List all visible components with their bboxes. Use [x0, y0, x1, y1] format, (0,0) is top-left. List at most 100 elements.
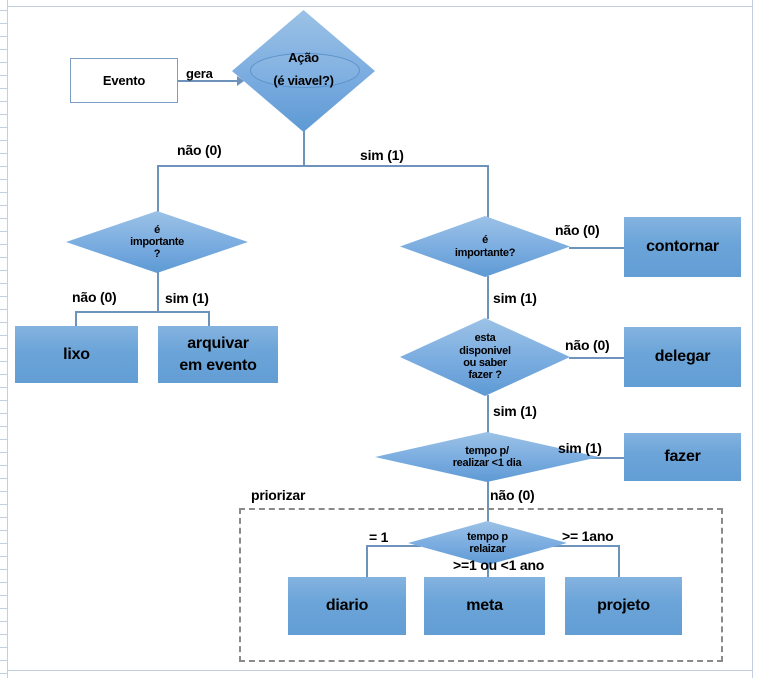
ruler-tick — [0, 478, 7, 479]
ruler-tick — [0, 140, 7, 141]
ruler-tick — [0, 335, 7, 336]
node-importante-left-line3: ? — [153, 248, 161, 261]
node-acao-ellipse — [250, 53, 360, 88]
ruler-tick — [0, 374, 7, 375]
ruler-tick — [0, 231, 7, 232]
node-acao-line2: (é viavel?) — [273, 73, 334, 88]
node-contornar[interactable]: contornar — [624, 217, 741, 277]
node-importante-right-line2: importante? — [454, 246, 516, 259]
edge-label-acao-nao: não (0) — [177, 142, 222, 158]
edge-to-importante-right — [487, 165, 489, 218]
ruler-tick — [0, 582, 7, 583]
edge-to-importante-left — [157, 165, 159, 218]
ruler-tick — [0, 556, 7, 557]
node-contornar-label: contornar — [646, 238, 719, 256]
node-importante-left-labels: é importante ? — [66, 211, 248, 273]
page-frame-right — [752, 0, 753, 678]
node-tempo-realizar[interactable]: tempo p relaizar — [408, 521, 567, 565]
edge-acao-down — [303, 131, 305, 166]
node-acao-labels: Ação (é viavel?) — [232, 10, 375, 132]
edge-temporealizar-projeto-v — [618, 545, 620, 578]
node-projeto[interactable]: projeto — [565, 577, 682, 635]
node-importante-left[interactable]: é importante ? — [66, 211, 248, 273]
edge-tempo1dia-temporealizar — [487, 481, 489, 523]
ruler-tick — [0, 348, 7, 349]
node-meta[interactable]: meta — [424, 577, 545, 635]
node-delegar[interactable]: delegar — [624, 327, 741, 387]
node-evento[interactable]: Evento — [70, 58, 178, 103]
node-acao[interactable]: Ação (é viavel?) — [232, 10, 375, 132]
ruler-tick — [0, 361, 7, 362]
ruler-ticks — [0, 0, 7, 678]
node-disponivel-line1: esta — [474, 332, 496, 345]
ruler-tick — [0, 153, 7, 154]
edge-evento-acao — [178, 80, 241, 82]
ruler-tick — [0, 595, 7, 596]
ruler-tick — [0, 179, 7, 180]
ruler-tick — [0, 413, 7, 414]
edge-to-arquivar — [208, 311, 210, 327]
node-fazer[interactable]: fazer — [624, 433, 741, 481]
edge-label-imp-left-nao: não (0) — [72, 289, 117, 305]
page-frame-left — [7, 0, 8, 678]
edge-label-gera: gera — [186, 66, 213, 81]
edge-to-lixo — [75, 311, 77, 327]
ruler-tick — [0, 257, 7, 258]
ruler-tick — [0, 673, 7, 674]
ruler-tick — [0, 452, 7, 453]
node-disponivel-line4: fazer ? — [468, 369, 502, 382]
node-importante-left-line1: é — [154, 223, 160, 236]
edge-label-acao-sim: sim (1) — [360, 147, 404, 163]
edge-importante-right-disponivel — [487, 276, 489, 319]
node-arquivar[interactable]: arquivar em evento — [158, 326, 278, 383]
ruler-tick — [0, 517, 7, 518]
ruler-tick — [0, 647, 7, 648]
ruler-tick — [0, 309, 7, 310]
edge-temporealizar-diario-v — [366, 545, 368, 578]
edge-importante-right-contornar — [569, 247, 624, 249]
ruler-tick — [0, 491, 7, 492]
node-tempo-1dia-line2: realizar <1 dia — [452, 457, 522, 469]
edge-label-imp-right-sim: sim (1) — [493, 290, 537, 306]
node-importante-right-line1: é — [482, 234, 488, 247]
ruler-tick — [0, 75, 7, 76]
node-meta-label: meta — [466, 597, 503, 615]
edge-label-tempo-ge1ano: >= 1ano — [562, 528, 614, 544]
node-projeto-label: projeto — [597, 597, 650, 615]
ruler-tick — [0, 439, 7, 440]
edge-label-disp-nao: não (0) — [565, 337, 610, 353]
ruler-tick — [0, 530, 7, 531]
ruler-tick — [0, 101, 7, 102]
ruler-tick — [0, 270, 7, 271]
ruler-tick — [0, 634, 7, 635]
node-tempo-realizar-line1: tempo p — [467, 530, 508, 543]
node-disponivel[interactable]: esta disponivel ou saber fazer ? — [400, 318, 570, 396]
node-importante-left-line2: importante — [130, 235, 184, 248]
diamond-shape-disponivel — [400, 318, 570, 396]
ruler-tick — [0, 127, 7, 128]
ruler-tick — [0, 62, 7, 63]
ruler-tick — [0, 296, 7, 297]
edge-disponivel-delegar — [569, 357, 624, 359]
priorizar-group-label: priorizar — [251, 487, 306, 503]
node-tempo-1dia[interactable]: tempo p/ realizar <1 dia — [375, 432, 599, 482]
edge-label-imp-left-sim: sim (1) — [165, 290, 209, 306]
node-lixo[interactable]: lixo — [15, 326, 138, 383]
node-importante-right[interactable]: é importante? — [400, 216, 570, 277]
ruler-tick — [0, 400, 7, 401]
ruler-tick — [0, 36, 7, 37]
node-disponivel-line3: ou saber — [463, 357, 507, 369]
node-diario[interactable]: diario — [288, 577, 406, 635]
edge-importante-left-down — [157, 272, 159, 312]
edge-label-tempo1dia-nao: não (0) — [490, 487, 535, 503]
node-tempo-1dia-labels: tempo p/ realizar <1 dia — [375, 432, 599, 482]
ruler-tick — [0, 569, 7, 570]
node-disponivel-line2: disponivel — [459, 344, 511, 357]
ruler-tick — [0, 205, 7, 206]
ruler-tick — [0, 114, 7, 115]
edge-label-imp-right-nao: não (0) — [555, 222, 600, 238]
diamond-shape-tempo-realizar — [408, 521, 567, 565]
edge-label-tempo1dia-sim: sim (1) — [558, 440, 602, 456]
edge-split-bar — [157, 165, 489, 167]
